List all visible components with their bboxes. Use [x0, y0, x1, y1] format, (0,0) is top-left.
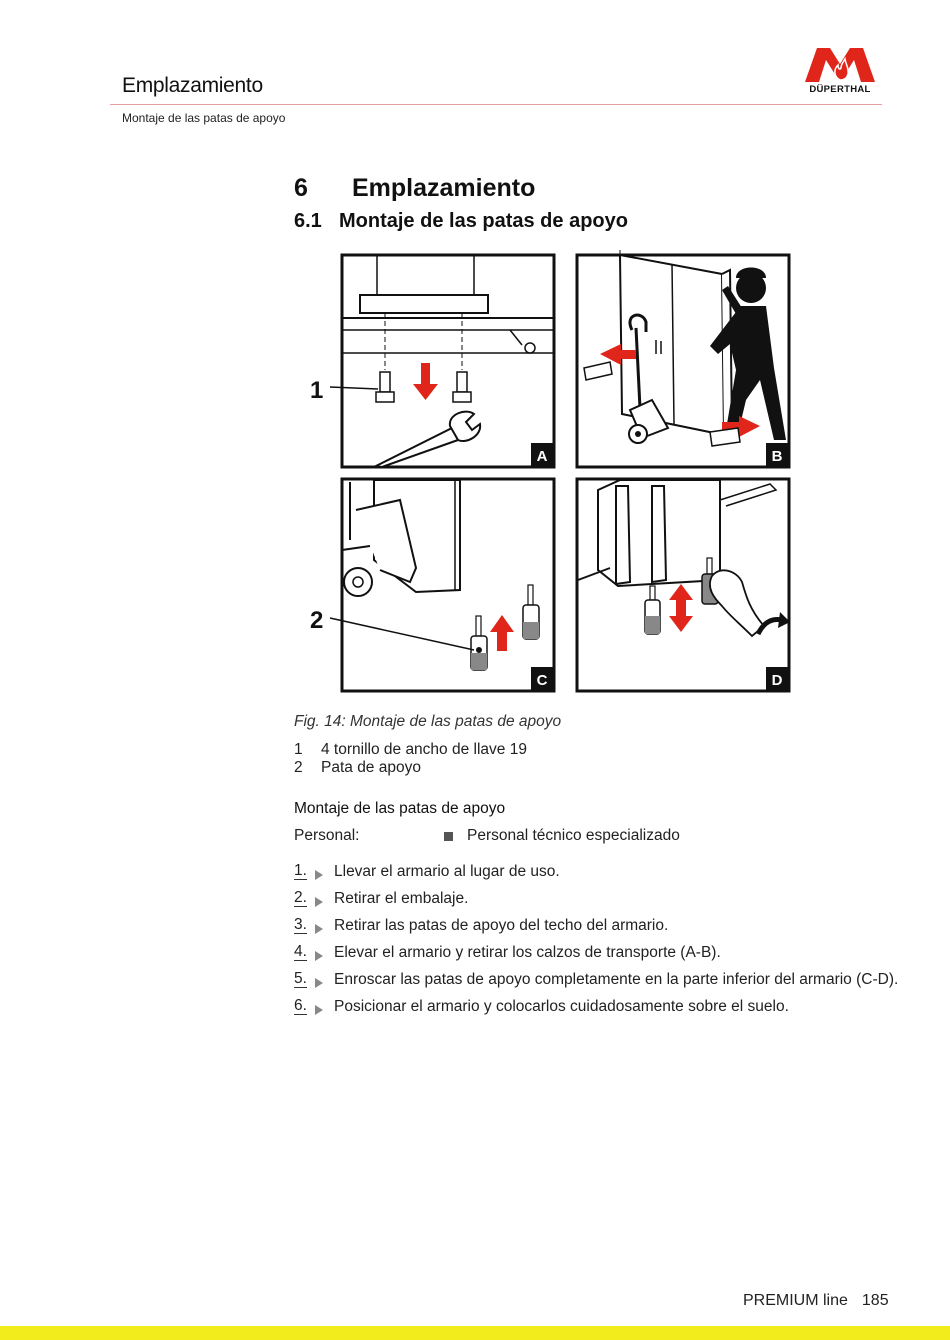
product-line: PREMIUM line — [743, 1292, 848, 1309]
running-header-title: Emplazamiento — [122, 74, 263, 97]
brand-name: DÜPERTHAL — [809, 84, 871, 95]
page-number: 185 — [861, 1292, 889, 1309]
double-arrow — [669, 584, 693, 632]
procedure-step: 3. Retirar las patas de apoyo del techo … — [294, 912, 898, 939]
callout-2: 2 — [310, 607, 323, 634]
running-header-subtitle: Montaje de las patas de apoyo — [122, 111, 286, 125]
page-footer: PREMIUM line 185 — [743, 1292, 889, 1310]
panel-a: A — [340, 253, 556, 469]
bullet-square-icon — [444, 831, 453, 841]
step-text: Llevar el armario al lugar de uso. — [334, 862, 560, 880]
legend-number: 1 — [294, 741, 303, 758]
panel-d: D — [575, 477, 791, 693]
procedure-step: 4. Elevar el armario y retirar los calzo… — [294, 939, 898, 966]
step-number: 1. — [294, 862, 307, 880]
section-heading: 6 Emplazamiento — [294, 174, 535, 203]
pallet-jack — [628, 313, 670, 444]
step-arrow-icon — [314, 950, 323, 961]
panel-c: C — [340, 477, 556, 693]
legend-text: 4 tornillo de ancho de llave 19 — [321, 741, 527, 758]
figure-caption: Fig. 14: Montaje de las patas de apoyo — [294, 713, 562, 730]
procedure-steps: 1. Llevar el armario al lugar de uso. 2.… — [294, 858, 898, 1020]
step-text: Enroscar las patas de apoyo completament… — [334, 970, 899, 988]
left-arrow — [583, 344, 636, 381]
legend-text: Pata de apoyo — [321, 759, 421, 776]
header-divider — [110, 104, 882, 105]
step-number: 6. — [294, 997, 307, 1015]
brand-logo: DÜPERTHAL — [803, 44, 877, 100]
subsection-heading: 6.1 Montaje de las patas de apoyo — [294, 210, 628, 233]
step-number: 5. — [294, 970, 307, 988]
step-arrow-icon — [314, 896, 323, 907]
callout-1: 1 — [310, 377, 323, 404]
panel-label-a: A — [537, 448, 548, 465]
cabinet — [618, 250, 734, 437]
footer-color-bar — [0, 1326, 950, 1340]
panel-label-b: B — [772, 448, 783, 465]
step-text: Posicionar el armario y colocarlos cuida… — [334, 997, 789, 1015]
step-number: 4. — [294, 943, 307, 961]
panel-label-c: C — [537, 672, 548, 689]
legend-item: 2 Pata de apoyo — [294, 759, 527, 777]
support-foot-3 — [644, 585, 661, 635]
step-arrow-icon — [314, 977, 323, 988]
flame-logo-icon — [805, 48, 875, 82]
figure-legend: 1 4 tornillo de ancho de llave 19 2 Pata… — [294, 741, 527, 777]
up-arrow — [490, 615, 514, 651]
bolt-2 — [452, 371, 472, 403]
procedure-step: 2. Retirar el embalaje. — [294, 885, 898, 912]
step-text: Elevar el armario y retirar los calzos d… — [334, 943, 721, 961]
wrench-icon — [372, 410, 482, 469]
personnel-requirement: Personal: Personal técnico especializado — [294, 827, 680, 845]
step-arrow-icon — [314, 923, 323, 934]
rotate-arrow-icon — [755, 612, 790, 636]
step-number: 2. — [294, 889, 307, 907]
procedure-step: 6. Posicionar el armario y colocarlos cu… — [294, 993, 898, 1020]
subsection-number: 6.1 — [294, 210, 322, 232]
panel-label-d: D — [772, 672, 783, 689]
step-number: 3. — [294, 916, 307, 934]
procedure-step: 1. Llevar el armario al lugar de uso. — [294, 858, 898, 885]
legend-item: 1 4 tornillo de ancho de llave 19 — [294, 741, 527, 759]
legend-number: 2 — [294, 759, 303, 776]
section-title: Emplazamiento — [352, 174, 536, 202]
right-arrow — [709, 416, 760, 447]
section-number: 6 — [294, 174, 308, 202]
support-foot-1 — [470, 615, 488, 671]
step-text: Retirar las patas de apoyo del techo del… — [334, 916, 669, 934]
step-text: Retirar el embalaje. — [334, 889, 469, 907]
personnel-label: Personal: — [294, 827, 360, 844]
subsection-title: Montaje de las patas de apoyo — [339, 210, 628, 232]
procedure-title: Montaje de las patas de apoyo — [294, 800, 506, 817]
step-arrow-icon — [314, 869, 323, 880]
personnel-value: Personal técnico especializado — [467, 827, 680, 844]
support-foot-2 — [522, 584, 540, 640]
panel-b: B — [575, 250, 791, 469]
step-arrow-icon — [314, 1004, 323, 1015]
assembly-figure: A 1 — [310, 250, 791, 693]
down-arrow — [413, 363, 438, 400]
procedure-step: 5. Enroscar las patas de apoyo completam… — [294, 966, 898, 993]
worker-figure — [710, 267, 786, 442]
bolt-1 — [375, 371, 395, 403]
